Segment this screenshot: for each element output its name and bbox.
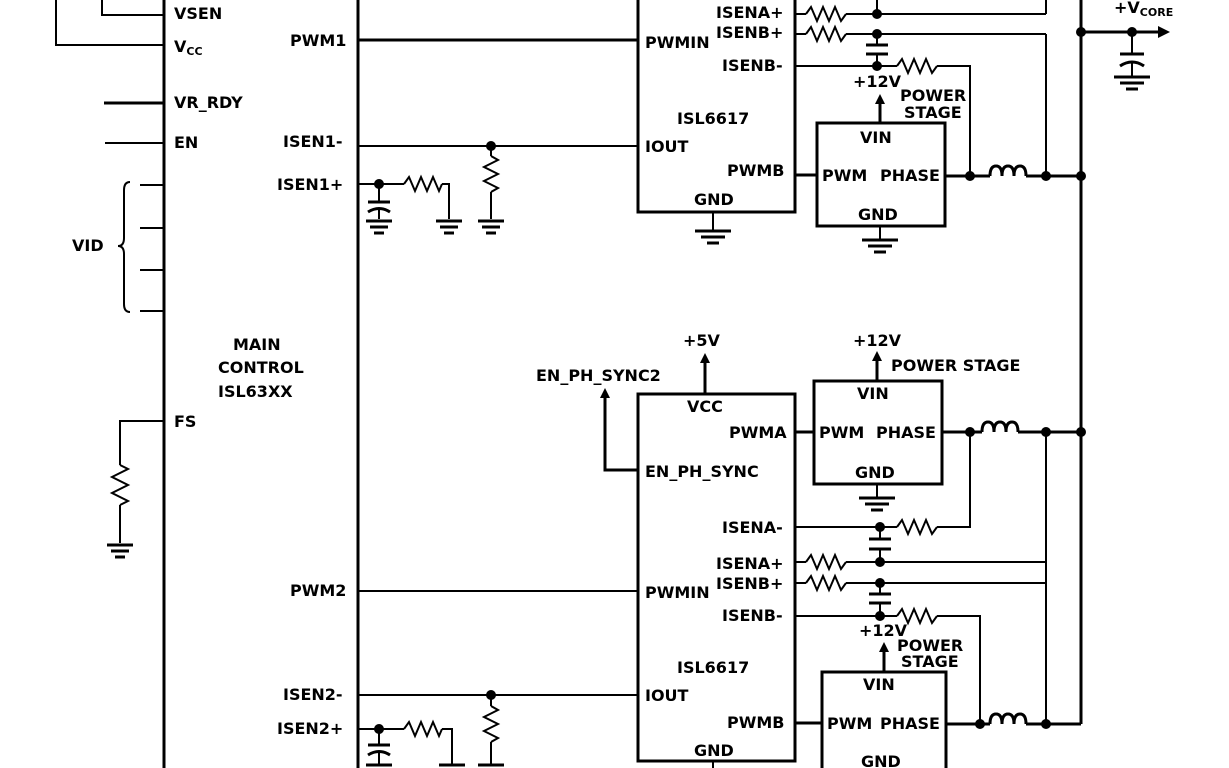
p3-pwm: PWM: [827, 714, 872, 733]
signal-isen2-minus: ISEN2-: [283, 685, 343, 704]
signal-pwm1: PWM1: [290, 31, 346, 50]
p3-supply: +12V: [859, 621, 908, 640]
bot-sync-net: EN_PH_SYNC2: [536, 366, 661, 385]
top-pin-isenb-minus: ISENB-: [722, 56, 783, 75]
p1-label-power: POWER: [900, 86, 966, 105]
top-pin-pwmin: PWMIN: [645, 33, 710, 52]
driver-top: PWMIN ISL6617 IOUT PWMB GND ISENA+ ISENB…: [636, 0, 797, 245]
fs-resistor-network: FS: [105, 412, 196, 559]
p3-vin: VIN: [863, 675, 895, 694]
bot-pin-pwmb: PWMB: [727, 713, 785, 732]
top-driver-name: ISL6617: [677, 109, 749, 128]
vcore-label: +VCORE: [1114, 0, 1173, 19]
p2-label: POWER STAGE: [891, 356, 1020, 375]
pin-vsen: VSEN: [174, 4, 222, 23]
p2-vin: VIN: [857, 384, 889, 403]
top-sense-network: [795, 0, 1047, 176]
bot-supply-5v: +5V: [683, 331, 721, 350]
title-part: ISL63XX: [218, 382, 293, 401]
signal-pwm2: PWM2: [290, 581, 346, 600]
bot-pin-gnd: GND: [694, 741, 734, 760]
top-pin-gnd: GND: [694, 190, 734, 209]
bot-driver-name: ISL6617: [677, 658, 749, 677]
vcore-output-rail: +VCORE: [1076, 0, 1173, 724]
bot-pin-pwmin: PWMIN: [645, 583, 710, 602]
bot-pin-isenb-plus: ISENB+: [716, 574, 783, 593]
top-pin-iout: IOUT: [645, 137, 689, 156]
controller-right-signals: PWM1 ISEN1- ISEN1+ PWM2 ISEN2- ISEN2+: [277, 31, 638, 768]
title-control: CONTROL: [218, 358, 304, 377]
bot-pin-en-ph-sync: EN_PH_SYNC: [645, 462, 759, 481]
p2-pwm: PWM: [819, 423, 864, 442]
pin-vid: VID: [72, 236, 104, 255]
top-pin-pwmb: PWMB: [727, 161, 785, 180]
power-stage-p1: VIN PWM PHASE GND +12V POWER STAGE: [795, 72, 1086, 254]
bot-pin-isena-plus: ISENA+: [716, 554, 784, 573]
p3-phase: PHASE: [880, 714, 940, 733]
signal-isen1-plus: ISEN1+: [277, 175, 343, 194]
title-main: MAIN: [233, 335, 281, 354]
main-controller: MAIN CONTROL ISL63XX: [162, 0, 360, 768]
p1-gnd: GND: [858, 205, 898, 224]
pin-vcc: VCC: [174, 37, 203, 58]
p3-label-power: POWER: [897, 636, 963, 655]
pin-fs: FS: [174, 412, 196, 431]
driver-bottom: VCC PWMA EN_PH_SYNC ISENA- ISENA+ ISENB+…: [536, 331, 797, 768]
p1-phase: PHASE: [880, 166, 940, 185]
p2-supply: +12V: [853, 331, 902, 350]
bot-pin-isena-minus: ISENA-: [722, 518, 783, 537]
bottom-sense-network: [795, 432, 1047, 724]
power-stage-p2: VIN PWM PHASE GND +12V POWER STAGE: [795, 331, 1086, 512]
p1-pwm: PWM: [822, 166, 867, 185]
top-pin-isena-plus: ISENA+: [716, 3, 784, 22]
p1-supply: +12V: [853, 72, 902, 91]
bot-pin-isenb-minus: ISENB-: [722, 606, 783, 625]
p3-label-stage: STAGE: [901, 652, 959, 671]
bot-pin-iout: IOUT: [645, 686, 689, 705]
bot-pin-vcc: VCC: [687, 397, 723, 416]
controller-left-pins: VSEN VCC VR_RDY EN VID FS: [55, 0, 243, 559]
power-stage-p3: VIN PWM PHASE GND +12V POWER STAGE: [795, 621, 1081, 768]
bot-pin-pwma: PWMA: [729, 423, 787, 442]
signal-isen1-minus: ISEN1-: [283, 132, 343, 151]
p3-gnd: GND: [861, 752, 901, 768]
vid-bus: VID: [72, 181, 164, 313]
pin-vr-rdy: VR_RDY: [174, 93, 243, 112]
p1-label-stage: STAGE: [904, 103, 962, 122]
p2-gnd: GND: [855, 463, 895, 482]
top-pin-isenb-plus: ISENB+: [716, 23, 783, 42]
p2-phase: PHASE: [876, 423, 936, 442]
pin-en: EN: [174, 133, 198, 152]
p1-vin: VIN: [860, 128, 892, 147]
signal-isen2-plus: ISEN2+: [277, 719, 343, 738]
